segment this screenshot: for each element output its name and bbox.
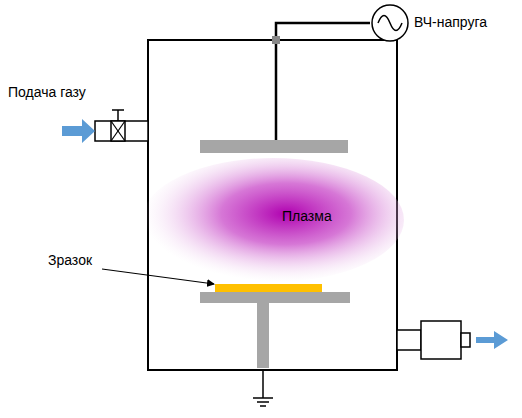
sample — [215, 284, 322, 292]
valve-stem — [117, 110, 119, 121]
inlet-pipe — [95, 121, 148, 141]
plasma-shape — [142, 158, 404, 282]
valve — [111, 121, 125, 141]
bottom-electrode — [200, 292, 350, 303]
ground-symbol — [260, 405, 266, 407]
valve — [111, 121, 125, 141]
rf-voltage-label: ВЧ-напруга — [414, 14, 487, 31]
valve-handle — [112, 109, 124, 111]
leader-line — [102, 269, 214, 284]
outlet-pipe — [461, 333, 470, 347]
outlet-pipe — [397, 330, 421, 350]
top-electrode — [200, 140, 348, 153]
ground-symbol — [257, 401, 269, 403]
ground-wire — [262, 370, 264, 398]
sample-label: Зразок — [48, 252, 92, 269]
gas-arrow — [62, 119, 95, 143]
valve — [111, 121, 125, 141]
feedthrough — [272, 36, 280, 44]
rf-wire — [276, 23, 370, 140]
ground-symbol — [253, 397, 273, 399]
rf-source — [372, 5, 408, 41]
plasma-cloud: Плазма — [142, 158, 404, 282]
ac-symbol — [378, 16, 402, 31]
plasma-label: Плазма — [282, 208, 332, 224]
gas-inlet-label: Подача газу — [8, 84, 86, 101]
pump — [421, 321, 461, 359]
electrode-stem — [257, 303, 269, 368]
exhaust-arrow — [476, 331, 508, 349]
